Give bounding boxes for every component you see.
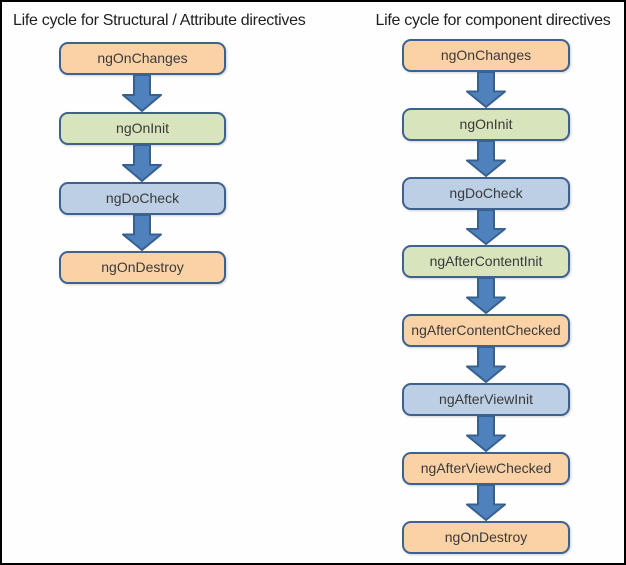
down-arrow-icon: [466, 72, 506, 108]
down-arrow-icon: [466, 210, 506, 245]
down-arrow-icon: [466, 278, 506, 314]
left-box-ngoninit: ngOnInit: [59, 112, 226, 145]
right-box-ngaftercontentchecked: ngAfterContentChecked: [402, 314, 570, 347]
right-diagram-title: Life cycle for component directives: [375, 12, 611, 29]
down-arrow-icon: [466, 416, 506, 452]
right-box-ngdocheck: ngDoCheck: [402, 177, 570, 210]
right-box-ngaftercontentinit: ngAfterContentInit: [402, 245, 570, 278]
left-diagram-title: Life cycle for Structural / Attribute di…: [13, 12, 306, 29]
left-box-ngdocheck: ngDoCheck: [59, 182, 226, 215]
right-box-ngafterviewinit: ngAfterViewInit: [402, 383, 570, 416]
left-box-ngonchanges: ngOnChanges: [59, 42, 226, 75]
right-box-ngafterviewchecked: ngAfterViewChecked: [402, 452, 570, 485]
right-box-ngondestroy: ngOnDestroy: [402, 521, 570, 554]
down-arrow-icon: [122, 145, 162, 182]
right-box-ngonchanges: ngOnChanges: [402, 39, 570, 72]
down-arrow-icon: [122, 215, 162, 251]
right-box-ngoninit: ngOnInit: [402, 108, 570, 141]
down-arrow-icon: [466, 485, 506, 521]
down-arrow-icon: [122, 75, 162, 112]
left-box-ngondestroy: ngOnDestroy: [59, 251, 226, 284]
down-arrow-icon: [466, 347, 506, 383]
down-arrow-icon: [466, 141, 506, 177]
